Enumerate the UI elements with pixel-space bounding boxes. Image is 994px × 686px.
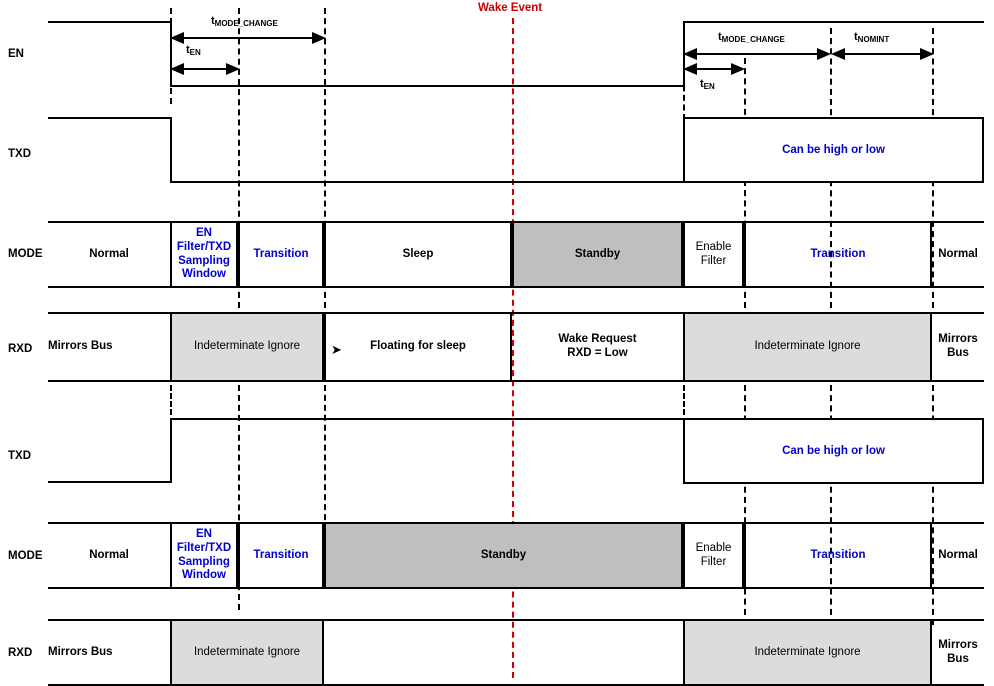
floating-for-sleep-bullet: ➤	[331, 342, 342, 357]
guide-line-t3-lower	[324, 385, 326, 530]
row-label-mode-bottom: MODE	[8, 550, 43, 562]
rxd-bottom-border-upper	[48, 619, 984, 621]
rxd-bottom-cell-indeterminate-1: Indeterminate Ignore	[170, 621, 324, 684]
row-label-rxd-bottom: RXD	[8, 647, 33, 659]
mode-top-border-upper	[48, 221, 984, 223]
row-label-txd-bottom: TXD	[8, 450, 31, 462]
t-mode-change-label-right: tMODE_CHANGE	[718, 31, 785, 44]
rxd-top-cell-indeterminate-2: Indeterminate Ignore	[683, 314, 932, 380]
mode-top-cell-en-filter-window: EN Filter/TXD Sampling Window	[170, 223, 238, 286]
guide-line-t4-lower	[683, 385, 685, 415]
t-mode-change-arrow-left	[170, 32, 326, 44]
mode-top-cell-normal: Normal	[89, 247, 129, 260]
t-en-arrow-right	[683, 63, 745, 75]
row-label-en: EN	[8, 48, 24, 60]
mode-top-cell-enable-filter: Enable Filter	[683, 223, 744, 286]
mode-top-cell-sleep: Sleep	[324, 223, 512, 286]
guide-line-t5-lower	[744, 385, 746, 625]
rxd-top-cell-indeterminate-1: Indeterminate Ignore	[170, 314, 324, 380]
guide-line-t2-lower	[238, 385, 240, 610]
mode-bottom-cell-normal: Normal	[89, 548, 129, 561]
txd-bottom-high-segment	[170, 418, 685, 420]
t-en-label-right: tEN	[700, 78, 715, 91]
txd-top-can-be-high-or-low-box: Can be high or low	[683, 117, 984, 183]
rxd-bottom-border-lower	[48, 684, 984, 686]
mode-top-cell-normal-2: Normal	[938, 247, 978, 260]
row-label-mode-top: MODE	[8, 248, 43, 260]
txd-bottom-can-be-high-or-low-box: Can be high or low	[683, 418, 984, 484]
t-nomint-arrow	[831, 48, 934, 60]
mode-top-border-lower	[48, 286, 984, 288]
mode-bottom-cell-standby: Standby	[324, 524, 683, 587]
row-label-txd-top: TXD	[8, 148, 31, 160]
txd-top-low-segment	[170, 181, 685, 183]
mode-bottom-border-upper	[48, 522, 984, 524]
guide-line-t7-lower	[932, 385, 934, 625]
mode-bottom-cell-transition-1: Transition	[238, 524, 324, 587]
mode-bottom-cell-enable-filter: Enable Filter	[683, 524, 744, 587]
mode-bottom-border-lower	[48, 587, 984, 589]
rxd-top-cell-wake-request: Wake Request RXD = Low	[558, 333, 637, 359]
guide-line-t1-lower	[170, 385, 172, 415]
guide-line-t3	[324, 8, 326, 308]
rxd-bottom-cell-mirrors-bus-2: Mirrors Bus	[938, 638, 978, 665]
en-high-left-segment	[48, 21, 172, 23]
txd-bottom-low-left	[48, 481, 172, 483]
t-mode-change-arrow-right	[683, 48, 831, 60]
guide-line-t2	[238, 8, 240, 308]
wake-event-label: Wake Event	[478, 2, 543, 14]
t-mode-change-label-left: tMODE_CHANGE	[211, 15, 278, 28]
en-low-segment	[170, 85, 685, 87]
guide-line-t5	[744, 58, 746, 308]
mode-bottom-cell-transition-2: Transition	[744, 524, 932, 587]
rxd-bottom-cell-mirrors-bus: Mirrors Bus	[48, 645, 113, 658]
t-nomint-label: tNOMINT	[854, 31, 890, 44]
mode-top-cell-standby: Standby	[512, 223, 683, 286]
txd-bottom-rising-edge	[170, 418, 172, 483]
rxd-bottom-cell-indeterminate-2: Indeterminate Ignore	[683, 621, 932, 684]
t-en-arrow-left	[170, 63, 240, 75]
wake-event-line	[512, 18, 514, 678]
rxd-top-cell-floating-for-sleep: Floating for sleep	[324, 314, 512, 380]
mode-top-cell-transition-2: Transition	[744, 223, 932, 286]
guide-line-t6-lower	[830, 385, 832, 625]
rxd-top-cell-mirrors-bus: Mirrors Bus	[48, 340, 113, 353]
rxd-top-cell-mirrors-bus-2: Mirrors Bus	[938, 333, 978, 359]
mode-bottom-cell-normal-2: Normal	[938, 548, 978, 561]
rxd-top-border-lower	[48, 380, 984, 382]
mode-top-cell-transition-1: Transition	[238, 223, 324, 286]
mode-bottom-cell-en-filter-window: EN Filter/TXD Sampling Window	[170, 524, 238, 587]
txd-top-falling-edge	[170, 117, 172, 183]
en-high-right-segment	[683, 21, 984, 23]
t-en-label-left: tEN	[186, 44, 201, 57]
txd-top-high-left	[48, 117, 172, 119]
row-label-rxd-top: RXD	[8, 343, 33, 355]
rxd-top-border-upper	[48, 312, 984, 314]
en-falling-edge	[170, 21, 172, 87]
